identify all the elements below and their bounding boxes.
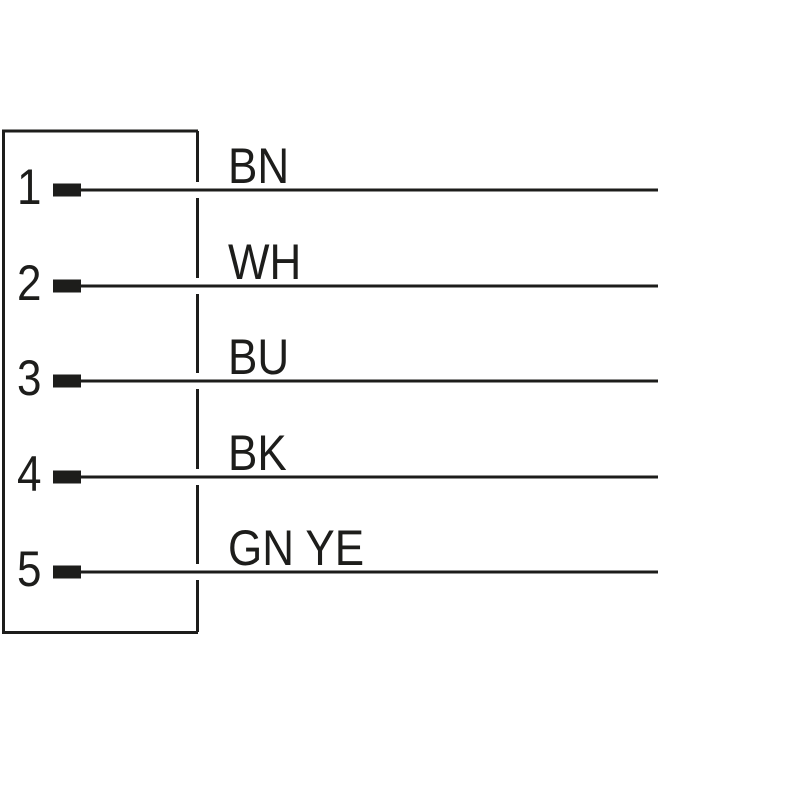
pin-terminal-2 <box>53 279 81 293</box>
wire-color-label-4: BK <box>228 425 287 481</box>
wire-color-label-1: BN <box>228 138 290 194</box>
connector-body-outline <box>2 129 199 634</box>
pin-number-1: 1 <box>17 159 42 215</box>
pin-number-2: 2 <box>17 255 42 311</box>
wire-color-label-2: WH <box>228 234 302 290</box>
pin-terminal-3 <box>53 374 81 388</box>
pin-number-4: 4 <box>17 446 42 502</box>
pin-terminals <box>53 183 81 579</box>
pin-number-3: 3 <box>17 350 42 406</box>
wire-lines <box>80 188 658 574</box>
pin-terminal-4 <box>53 470 81 484</box>
pin-number-5: 5 <box>17 541 42 597</box>
wire-color-label-3: BU <box>228 329 290 385</box>
wire-color-label-5: GN YE <box>228 520 365 576</box>
pin-terminal-1 <box>53 183 81 197</box>
pin-terminal-5 <box>53 565 81 579</box>
